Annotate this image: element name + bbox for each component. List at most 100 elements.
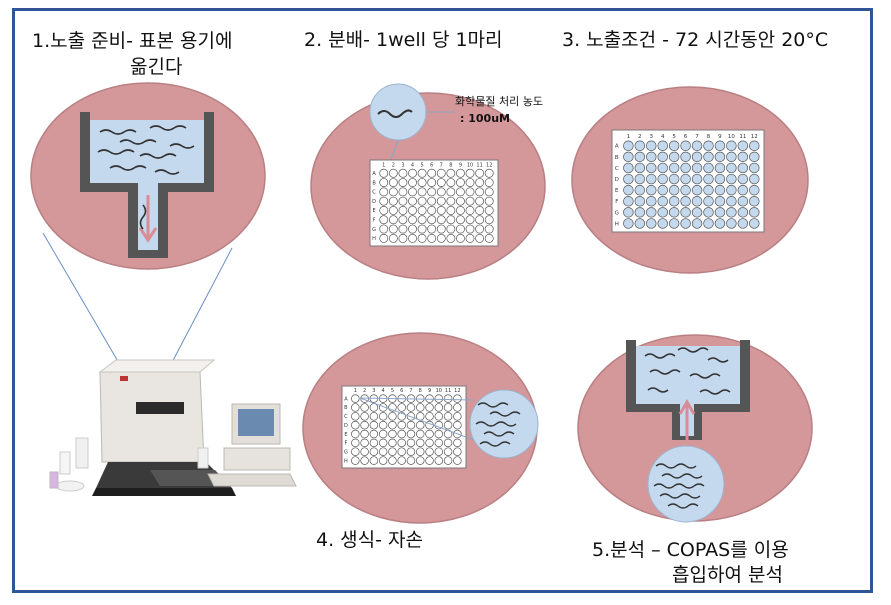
- plate-well: [416, 429, 425, 439]
- step2-zoom-circle: [369, 83, 427, 141]
- plate-well: [456, 206, 465, 215]
- zoom-line-right: [167, 247, 233, 371]
- plate-row-label: D: [615, 177, 619, 183]
- plate-well: [680, 218, 691, 229]
- plate-well: [427, 233, 437, 243]
- plate-col-label: 6: [430, 163, 433, 169]
- plate-well: [749, 184, 760, 196]
- plate-well: [369, 420, 379, 430]
- plate-well: [646, 196, 657, 207]
- plate-well: [484, 224, 494, 234]
- copas-machine-illustration: [49, 359, 297, 496]
- plate-well: [388, 168, 398, 178]
- plate-well: [388, 420, 397, 430]
- plate-well: [657, 151, 668, 163]
- plate-well: [691, 207, 703, 218]
- plate-well: [436, 168, 446, 178]
- plate-well: [453, 456, 462, 465]
- plate-well: [369, 412, 379, 421]
- plate-well: [691, 218, 703, 229]
- plate-well: [749, 162, 760, 174]
- plate-well: [453, 412, 462, 421]
- plate-well: [378, 447, 388, 456]
- plate-well: [749, 196, 760, 207]
- plate-well: [646, 218, 657, 229]
- plate-well: [416, 420, 425, 430]
- plate-row-label: A: [372, 171, 376, 177]
- plate-well: [360, 438, 369, 448]
- plate-well: [668, 218, 680, 229]
- step1-container-icon: [80, 112, 214, 258]
- plate-col-label: 1: [354, 388, 357, 394]
- plate-well: [360, 456, 369, 465]
- plate-well: [657, 218, 668, 229]
- plate-well: [475, 215, 485, 225]
- plate-col-label: 12: [751, 134, 758, 140]
- plate-well: [417, 233, 427, 243]
- plate-well: [646, 162, 657, 174]
- plate-well: [703, 196, 714, 207]
- plate-well: [443, 394, 453, 403]
- plate-well: [406, 438, 416, 448]
- plate-col-label: 9: [428, 388, 431, 394]
- plate-well: [417, 187, 427, 197]
- plate-well: [657, 196, 668, 207]
- plate-well: [369, 456, 379, 465]
- plate-well: [465, 215, 475, 225]
- plate-col-label: 10: [728, 134, 735, 140]
- plate-well: [379, 215, 389, 225]
- plate-row-label: C: [372, 190, 376, 196]
- plate-well: [737, 151, 749, 163]
- plate-well: [434, 438, 444, 448]
- plate-well: [623, 207, 634, 218]
- plate-well: [379, 206, 389, 215]
- plate-well: [406, 456, 416, 465]
- plate-well: [634, 140, 646, 151]
- plate-well: [351, 403, 360, 412]
- plate-well: [703, 173, 714, 185]
- plate-well: [657, 140, 668, 151]
- plate-col-label: 6: [400, 388, 403, 394]
- plate-well: [623, 196, 634, 207]
- plate-well: [434, 403, 444, 412]
- plate-well: [680, 162, 691, 174]
- plate-well: [726, 162, 737, 174]
- plate-well: [714, 162, 726, 174]
- plate-well: [691, 184, 703, 196]
- step2-label: 2. 분배- 1well 당 1마리: [304, 29, 503, 51]
- plate-well: [646, 151, 657, 163]
- plate-well: [398, 224, 408, 234]
- plate-row-label: D: [372, 199, 376, 205]
- plate-well: [434, 394, 444, 403]
- plate-well: [456, 168, 465, 178]
- plate-col-label: 5: [421, 163, 424, 169]
- plate-col-label: 4: [411, 163, 414, 169]
- plate-well: [484, 187, 494, 197]
- plate-well: [668, 207, 680, 218]
- plate-well: [453, 394, 462, 403]
- step4-label: 4. 생식- 자손: [316, 529, 423, 551]
- plate-row-label: H: [615, 221, 619, 227]
- plate-well: [737, 162, 749, 174]
- plate-well: [446, 187, 456, 197]
- plate-well: [406, 403, 416, 412]
- plate-row-label: B: [372, 180, 376, 186]
- plate-well: [714, 218, 726, 229]
- plate-well: [406, 447, 416, 456]
- plate-col-label: 7: [409, 388, 412, 394]
- plate-well: [436, 178, 446, 187]
- plate-well: [408, 178, 417, 187]
- plate-well: [446, 224, 456, 234]
- plate-well: [388, 215, 398, 225]
- plate-well: [634, 196, 646, 207]
- sample-worms-icon: [653, 463, 705, 509]
- plate-col-label: 8: [707, 134, 711, 140]
- plate-well: [378, 456, 388, 465]
- concentration-callout-line2: : 100uM: [460, 112, 510, 125]
- plate-col-label: 3: [650, 134, 654, 140]
- plate-well: [634, 162, 646, 174]
- plate-well: [623, 162, 634, 174]
- plate-well: [360, 403, 369, 412]
- plate-well: [434, 456, 444, 465]
- plate-well: [417, 224, 427, 234]
